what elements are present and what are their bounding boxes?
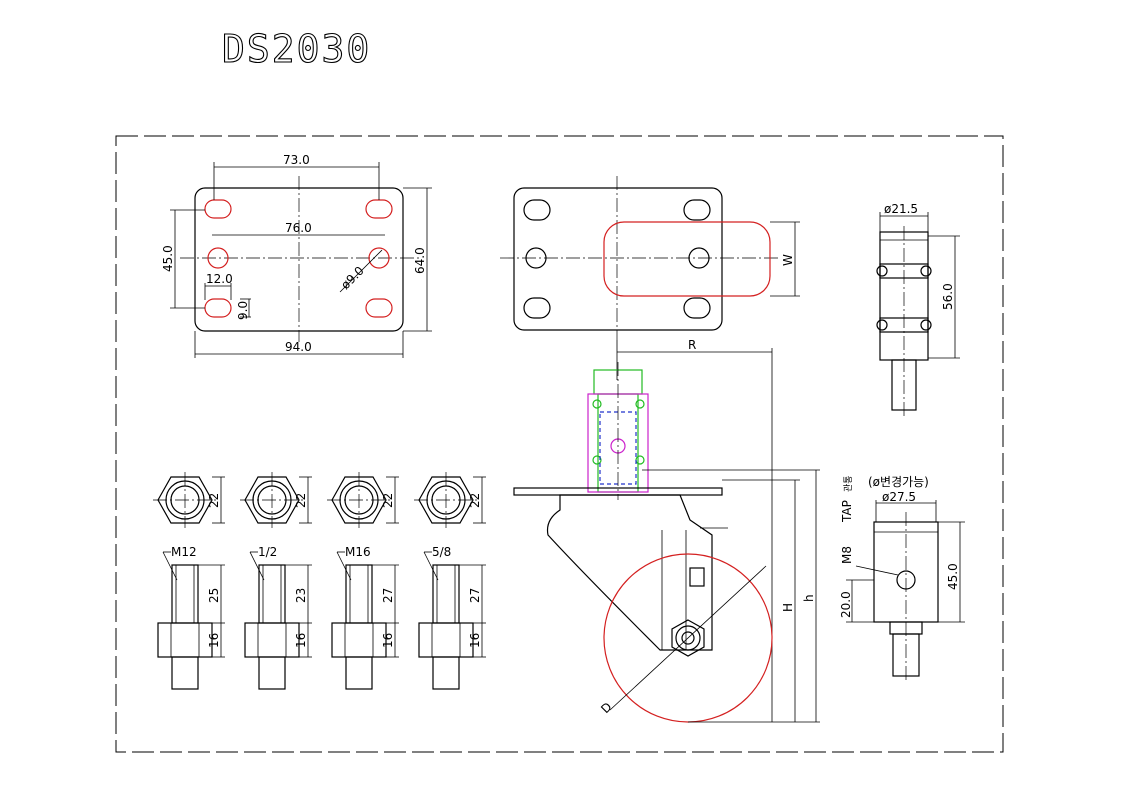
plate-outline [513,187,723,331]
dim-H-label: H [781,603,795,612]
round-hole-right [368,247,390,269]
top-plate-view: 73.0 76.0 45.0 64.0 94.0 12.0 9.0 ø9.0 [161,153,432,358]
bolt-length-label: 27 [381,588,395,603]
nut-size-label: 22 [294,493,308,508]
slot-hole-bl [204,298,232,318]
bolt-thread-label: 1/2 [258,545,277,559]
plate-side-view: W [500,176,800,340]
stud-bolt: 1/2 23 16 [244,545,312,690]
drawing-frame [115,135,1004,753]
slot-hole-tl [204,199,232,219]
stud-bolt: 5/8 27 16 [418,545,486,690]
bolt-length-label: 23 [294,588,308,603]
bolt-nut-height-label: 16 [381,633,395,648]
bolt-nut-height-label: 16 [207,633,221,648]
caster-fork [546,494,713,651]
tap-note: (ø변경가능) [868,475,929,489]
dim-r-label: R [688,338,696,352]
bolt-nut-height-label: 16 [294,633,308,648]
hex-nut: 22 [414,472,486,528]
bolt-thread-label: M16 [345,545,371,559]
dim-inner-spacing: 76.0 [285,221,312,235]
tap-through-note: 관통 [843,475,854,492]
drawing-title: DS2030 [222,27,371,71]
dim-hole-spacing-x: 73.0 [283,153,310,167]
bolt-length-label: 27 [468,588,482,603]
hex-nut: 22 [153,472,225,528]
bolt-thread-label: 5/8 [432,545,451,559]
dim-d-label: D [598,700,614,716]
dim-tap-offset: 20.0 [839,591,853,618]
tap-bolt-label: M8 [840,546,854,564]
dim-plate-height: 64.0 [413,247,427,274]
nut-size-label: 22 [381,493,395,508]
bolt-thread-label: M12 [171,545,197,559]
nut-views: 22 22 22 22 [153,472,486,528]
dim-stem-length: 56.0 [941,283,955,310]
bolt-nut-height-label: 16 [468,633,482,648]
stud-bolt: M16 27 16 [331,545,399,690]
dim-tap-height: 45.0 [946,563,960,590]
stem-view: ø21.5 56.0 [876,202,960,416]
bolt-views: M12 25 16 1/2 23 16 M16 27 16 5/8 27 16 [157,545,486,690]
hex-nut: 22 [240,472,312,528]
dim-hole-diameter: ø9.0 [338,264,367,293]
slot-hole-br [365,298,393,318]
nut-size-label: 22 [207,493,221,508]
dim-h-label: h [802,594,816,602]
stud-bolt: M12 25 16 [157,545,225,690]
round-hole-left [207,247,229,269]
dim-tap-diameter: ø27.5 [882,490,916,504]
hex-nut: 22 [327,472,399,528]
dim-slot-width: 9.0 [236,301,250,320]
tap-label: TAP [840,500,854,523]
dim-plate-width: 94.0 [285,340,312,354]
nut-size-label: 22 [468,493,482,508]
tap-view: (ø변경가능) ø27.5 TAP 관통 M8 45.0 20.0 [839,475,965,680]
dim-hole-spacing-y: 45.0 [161,245,175,272]
slot-hole-tr [365,199,393,219]
wheel-footprint [603,221,771,297]
dim-w-label: W [781,254,795,266]
axle-nut [671,619,705,657]
dim-stem-diameter: ø21.5 [884,202,918,216]
caster-assembly-view: R D H h [513,338,820,723]
dim-slot-length: 12.0 [206,272,233,286]
bolt-length-label: 25 [207,588,221,603]
